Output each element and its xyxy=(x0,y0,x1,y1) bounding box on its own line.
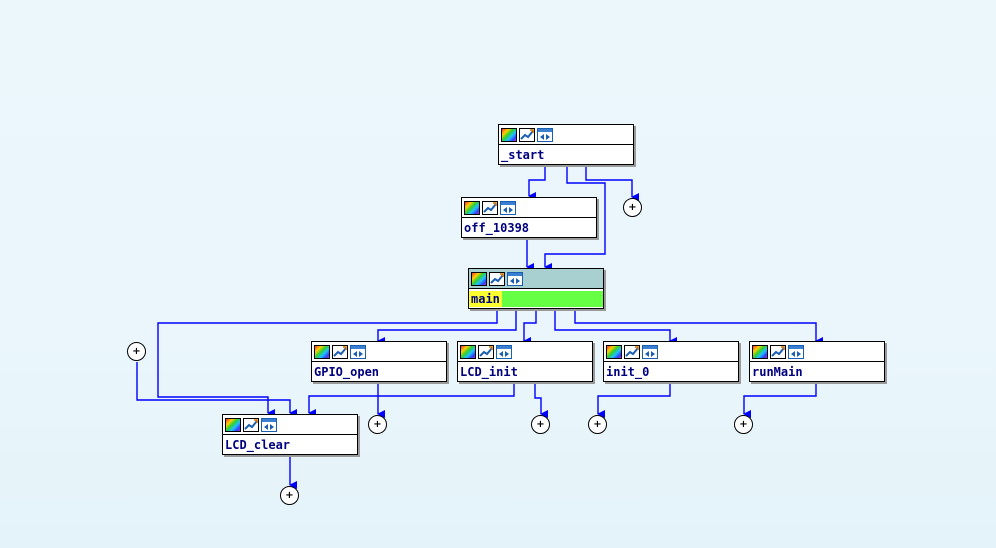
node-body: main xyxy=(469,289,603,308)
rename-icon[interactable] xyxy=(770,344,786,359)
node-header xyxy=(469,269,603,289)
node-header xyxy=(750,342,884,362)
node-gpio_open[interactable]: GPIO_open xyxy=(311,341,447,382)
expand-button-init_0-callee[interactable]: + xyxy=(588,415,607,434)
node-body: LCD_init xyxy=(458,362,592,381)
expand-button-lcd_clear-callee[interactable]: + xyxy=(280,486,299,505)
graph-overview-icon[interactable] xyxy=(606,344,622,359)
graph-overview-icon[interactable] xyxy=(471,271,487,286)
node-start[interactable]: _start xyxy=(498,124,634,165)
node-header xyxy=(604,342,738,362)
expand-button-start-callee[interactable]: + xyxy=(623,198,642,217)
edge-main-to-run_main xyxy=(574,308,823,345)
edge-main-to-init_0 xyxy=(554,308,677,345)
graph-overview-icon[interactable] xyxy=(460,344,476,359)
node-label-main[interactable]: main xyxy=(471,291,500,306)
node-body: LCD_clear xyxy=(223,435,357,454)
edge-lcd_init-to-expand xyxy=(534,381,548,418)
node-header xyxy=(223,415,357,435)
xrefs-icon[interactable] xyxy=(507,271,523,286)
xrefs-icon[interactable] xyxy=(261,417,277,432)
xrefs-icon[interactable] xyxy=(500,200,516,215)
edge-run_main-to-expand xyxy=(743,381,817,418)
node-body: _start xyxy=(499,145,633,164)
graph-overview-icon[interactable] xyxy=(501,127,517,142)
edge-init_0-to-expand xyxy=(597,381,671,418)
node-label-init_0[interactable]: init_0 xyxy=(606,364,650,379)
edge-main-to-gpio_open xyxy=(377,308,517,345)
node-body: off_10398 xyxy=(462,218,596,237)
node-off_10398[interactable]: off_10398 xyxy=(461,197,597,238)
edge-start-to-main xyxy=(544,164,606,271)
graph-overview-icon[interactable] xyxy=(464,200,480,215)
node-header xyxy=(458,342,592,362)
node-main[interactable]: main xyxy=(468,268,604,309)
node-header xyxy=(499,125,633,145)
graph-overview-icon[interactable] xyxy=(225,417,241,432)
xrefs-icon[interactable] xyxy=(642,344,658,359)
xrefs-icon[interactable] xyxy=(788,344,804,359)
expand-button-gpio_open-callee[interactable]: + xyxy=(368,415,387,434)
xrefs-icon[interactable] xyxy=(537,127,553,142)
node-label-lcd_init[interactable]: LCD_init xyxy=(460,364,518,379)
edge-main-to-lcd_init xyxy=(523,308,537,345)
graph-overview-icon[interactable] xyxy=(752,344,768,359)
node-header xyxy=(462,198,596,218)
xrefs-icon[interactable] xyxy=(496,344,512,359)
edge-start-to-expand xyxy=(585,164,639,201)
xrefs-icon[interactable] xyxy=(350,344,366,359)
node-label-gpio_open[interactable]: GPIO_open xyxy=(314,364,380,379)
node-label-start[interactable]: _start xyxy=(501,147,545,162)
current-name-highlight: main xyxy=(469,290,502,307)
rename-icon[interactable] xyxy=(489,271,505,286)
node-label-off_10398[interactable]: off_10398 xyxy=(464,220,530,235)
expand-button-lcd_init-callee[interactable]: + xyxy=(531,415,550,434)
node-label-lcd_clear[interactable]: LCD_clear xyxy=(225,437,291,452)
node-body: runMain xyxy=(750,362,884,381)
node-run_main[interactable]: runMain xyxy=(749,341,885,382)
rename-icon[interactable] xyxy=(482,200,498,215)
rename-icon[interactable] xyxy=(519,127,535,142)
node-lcd_clear[interactable]: LCD_clear xyxy=(222,414,358,455)
edge-expand-to-lcd_clear xyxy=(136,362,297,417)
node-body: init_0 xyxy=(604,362,738,381)
rename-icon[interactable] xyxy=(624,344,640,359)
edge-start-to-off_10398 xyxy=(528,164,546,200)
current-line-highlight xyxy=(501,290,603,307)
node-lcd_init[interactable]: LCD_init xyxy=(457,341,593,382)
edge-lcd_init-to-lcd_clear xyxy=(308,381,515,417)
graph-overview-icon[interactable] xyxy=(314,344,330,359)
expand-button-lcd_clear-caller[interactable]: + xyxy=(127,342,146,361)
rename-icon[interactable] xyxy=(243,417,259,432)
node-header xyxy=(312,342,446,362)
node-body: GPIO_open xyxy=(312,362,446,381)
node-init_0[interactable]: init_0 xyxy=(603,341,739,382)
rename-icon[interactable] xyxy=(478,344,494,359)
expand-button-run_main-callee[interactable]: + xyxy=(734,415,753,434)
node-label-run_main[interactable]: runMain xyxy=(752,364,803,379)
rename-icon[interactable] xyxy=(332,344,348,359)
